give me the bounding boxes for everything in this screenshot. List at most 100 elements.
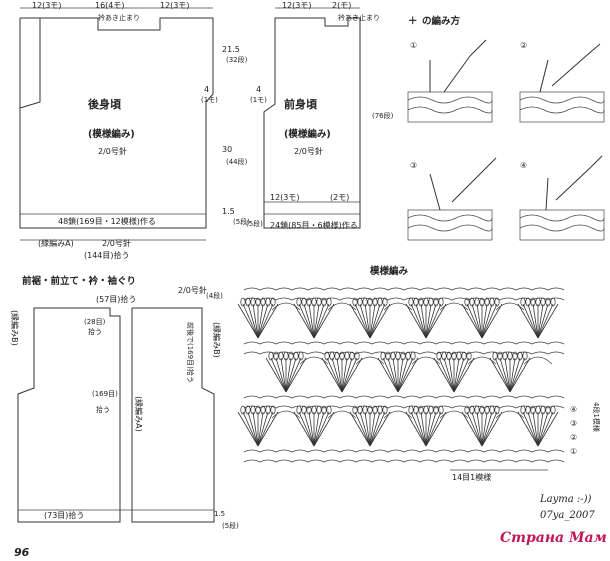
fan-stitch	[341, 357, 353, 393]
puff-stitch	[438, 297, 444, 307]
puff-stitch	[324, 351, 330, 361]
edging-right-pick: 前後で(169目)拾う	[186, 322, 195, 383]
fan-stitch	[410, 303, 427, 339]
fan-stitch	[242, 411, 259, 447]
puff-stitch	[321, 297, 327, 307]
fan-stitch	[509, 357, 516, 393]
fan-stitch	[499, 357, 511, 393]
fan-stitch	[341, 357, 358, 393]
howto-step-1: ①	[407, 39, 493, 123]
fan-stitch	[247, 411, 259, 447]
puff-stitch	[298, 351, 304, 361]
puff-stitch	[540, 297, 546, 307]
fan-stitch	[504, 357, 511, 393]
back-h1-rows: (32段)	[226, 55, 248, 64]
fan-stitch	[382, 357, 399, 393]
fan-stitch	[354, 411, 371, 447]
chain-row	[243, 341, 565, 345]
fan-stitch	[466, 303, 483, 339]
puff-stitch	[507, 351, 513, 361]
fan-stitch	[425, 303, 432, 339]
fan-stitch	[257, 303, 279, 339]
edging-top-pick: (57目)拾う	[96, 294, 136, 304]
howto-step-1-num: ①	[410, 41, 417, 50]
puff-stitch	[418, 405, 424, 415]
edging-piece: 前裾・前立て・衿・袖ぐり 2/0号針 (57目)拾う (28目) 拾う (縁編み…	[10, 275, 239, 530]
puff-stitch	[283, 351, 289, 361]
puff-stitch	[293, 351, 299, 361]
fan-stitch	[453, 357, 470, 393]
puff-stitch	[344, 351, 350, 361]
fan-stitch	[537, 411, 549, 447]
back-chain: 48鎖(169目・12模様)作る	[58, 216, 156, 226]
fan-stitch	[303, 303, 315, 339]
page-number: 96	[14, 546, 30, 559]
front-top-left: 12(3モ)	[282, 1, 312, 10]
fan-stitch	[257, 411, 264, 447]
howto-step-4: ④	[519, 155, 605, 241]
fan-stitch	[476, 303, 483, 339]
signature: Layma :-))	[539, 494, 592, 505]
fan-stitch	[410, 411, 427, 447]
fan-stitch	[257, 411, 269, 447]
fan-stitch	[466, 411, 483, 447]
front-chain: 24鎖(85目・6模様)作る	[270, 220, 358, 230]
fan-stitch	[313, 411, 330, 447]
edging-right-rows: (4段)	[206, 291, 223, 300]
fan-stitch	[369, 303, 381, 339]
puff-stitch	[474, 297, 480, 307]
front-h3-rows: (5段)	[246, 219, 263, 228]
chain-row	[243, 459, 565, 463]
fan-stitch	[537, 411, 544, 447]
edging-pick-28b: 拾う	[88, 327, 102, 336]
puff-stitch	[492, 351, 498, 361]
fan-stitch	[369, 411, 381, 447]
edging-pick-169b: 拾う	[96, 405, 110, 414]
front-shoulder-note: 衿あき止まり	[338, 13, 380, 22]
puff-stitch	[479, 405, 485, 415]
fan-stitch	[349, 303, 371, 339]
fan-stitch	[257, 411, 274, 447]
chain-row	[243, 449, 565, 453]
fan-stitch	[481, 303, 493, 339]
puff-stitch	[339, 351, 345, 361]
fan-stitch	[425, 411, 442, 447]
fan-stitch	[237, 303, 259, 339]
fan-stitch	[257, 303, 269, 339]
puff-stitch	[413, 405, 419, 415]
pattern-repeat: 14目1模様	[452, 472, 491, 482]
fan-stitch	[298, 411, 315, 447]
fan-stitch	[313, 411, 325, 447]
fan-stitch	[265, 357, 287, 393]
fan-stitch	[537, 303, 549, 339]
howto-plus-icon: ＋	[408, 16, 418, 27]
puff-stitch	[484, 405, 490, 415]
fan-stitch	[280, 357, 287, 393]
fan-stitch	[397, 357, 414, 393]
fan-stitch	[285, 357, 292, 393]
puff-stitch	[428, 405, 434, 415]
fan-stitch	[453, 357, 475, 393]
puff-stitch	[494, 405, 500, 415]
puff-stitch	[423, 297, 429, 307]
puff-stitch	[377, 297, 383, 307]
arch-chain	[439, 410, 469, 419]
fan-stitch	[537, 303, 544, 339]
fan-stitch	[313, 303, 325, 339]
fan-stitch	[494, 357, 511, 393]
puff-stitch	[377, 405, 383, 415]
back-h3: 1.5	[222, 207, 235, 216]
puff-stitch	[494, 297, 500, 307]
pattern-row-1: ①	[570, 447, 577, 456]
fan-stitch	[359, 411, 371, 447]
fan-stitch	[293, 303, 315, 339]
fan-stitch	[397, 357, 404, 393]
puff-stitch	[372, 297, 378, 307]
edging-pick-169: (169目)	[92, 390, 118, 398]
pattern-rows-label: 4段1模様	[592, 402, 601, 432]
puff-stitch	[311, 297, 317, 307]
chain-row	[243, 287, 565, 291]
puff-stitch	[428, 297, 434, 307]
back-top-mid: 16(4モ)	[95, 1, 125, 10]
